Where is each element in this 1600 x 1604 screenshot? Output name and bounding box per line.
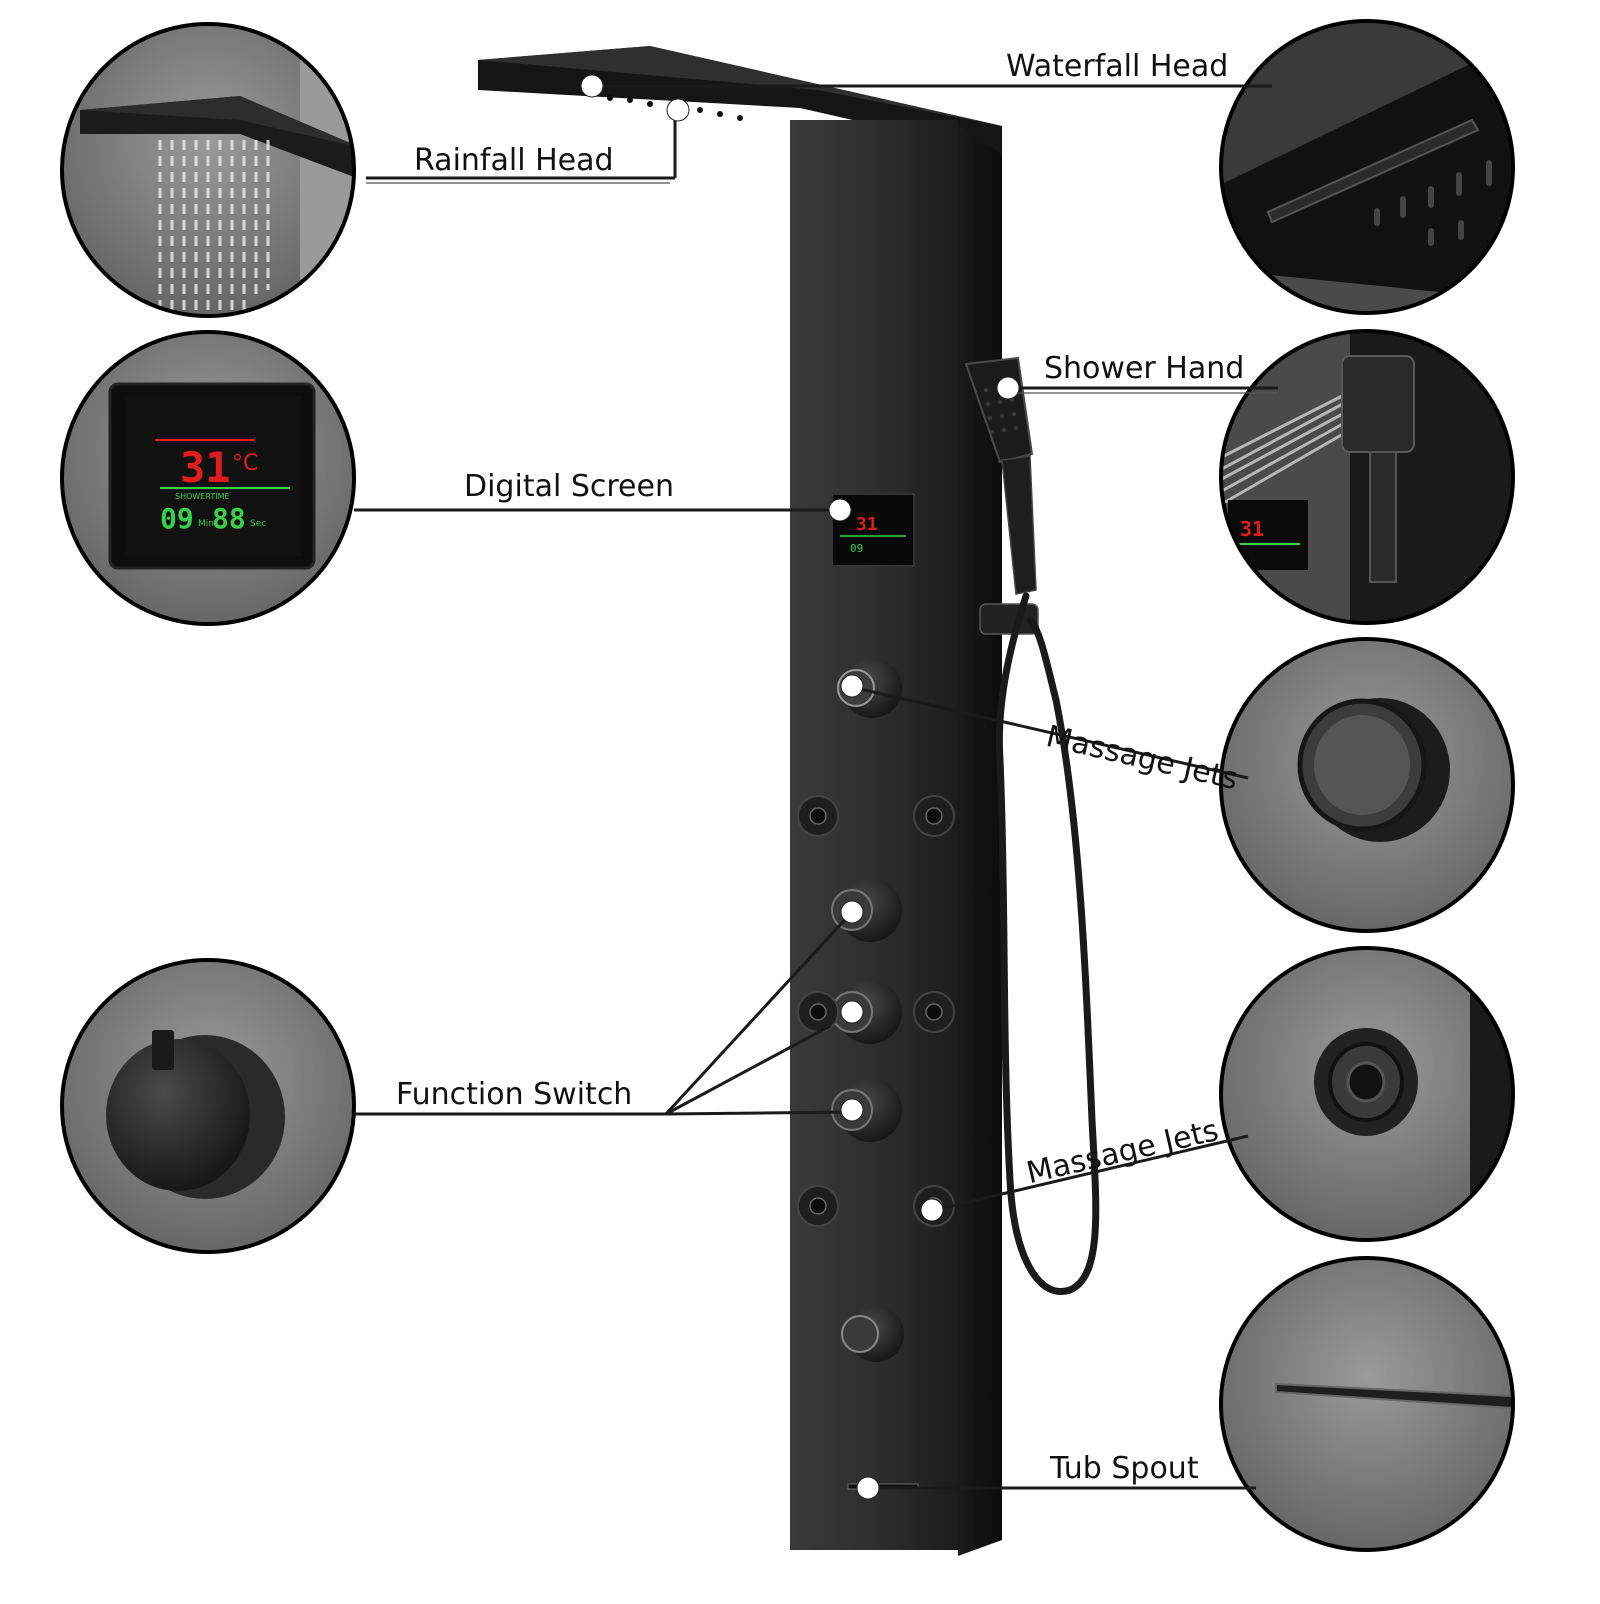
- callout-dot-shower-hand: [996, 376, 1020, 400]
- label-function-switch: Function Switch: [396, 1077, 633, 1112]
- detail-temp-unit: °C: [232, 451, 258, 476]
- panel-top-head: [478, 46, 1002, 154]
- massage-jet: [797, 991, 839, 1033]
- massage-jet: [797, 795, 839, 837]
- detail-shower-time-label: SHOWERTIME: [175, 492, 230, 501]
- detail-temperature: 31: [180, 443, 231, 492]
- shower-panel: 31 09: [478, 46, 1100, 1556]
- callout-dot-waterfall: [580, 74, 604, 98]
- callout-dot-switch-3: [840, 1098, 864, 1122]
- massage-jet: [913, 991, 955, 1033]
- callout-dot-digital-screen: [828, 498, 852, 522]
- detail-timer-sec: 88: [212, 502, 246, 535]
- hand-detail-temperature: 31: [1240, 517, 1264, 541]
- massage-jet: [797, 1185, 839, 1227]
- panel-temperature: 31: [856, 514, 878, 535]
- callout-dot-switch-1: [840, 900, 864, 924]
- digital-screen-detail: 31 °C SHOWERTIME 09 Min 88 Sec: [60, 330, 356, 626]
- label-shower-hand: Shower Hand: [1044, 351, 1245, 386]
- callout-dot-rainfall: [666, 98, 690, 122]
- function-switch-knob-3[interactable]: [831, 1078, 902, 1142]
- label-rainfall-head: Rainfall Head: [414, 143, 614, 178]
- panel-timer: 09: [850, 542, 863, 555]
- callout-dot-switch-2: [840, 1000, 864, 1024]
- panel-knob-bottom[interactable]: [841, 1306, 904, 1362]
- massage-jet: [913, 795, 955, 837]
- callout-dot-massage-upper: [840, 674, 864, 698]
- massage-jets-lower-detail: [1219, 946, 1515, 1242]
- detail-min-label: Min: [198, 519, 214, 529]
- leader-lines: [354, 84, 1278, 1490]
- waterfall-head-detail: [1219, 19, 1515, 315]
- tub-spout-detail: [1219, 1256, 1515, 1552]
- label-digital-screen: Digital Screen: [464, 469, 674, 504]
- callout-dot-tub-spout: [856, 1476, 880, 1500]
- hose: [995, 592, 1100, 1295]
- callout-dot-massage-lower: [920, 1198, 944, 1222]
- shower-hand-detail: 31: [1219, 329, 1515, 625]
- label-waterfall-head: Waterfall Head: [1006, 49, 1229, 84]
- function-switch-detail: [60, 958, 356, 1254]
- label-tub-spout: Tub Spout: [1050, 1451, 1199, 1486]
- detail-sec-label: Sec: [250, 519, 266, 529]
- callout-dots: [580, 74, 1020, 1500]
- detail-timer-min: 09: [160, 502, 194, 535]
- massage-jets-upper-detail: [1219, 637, 1515, 933]
- rainfall-head-detail: [60, 22, 356, 318]
